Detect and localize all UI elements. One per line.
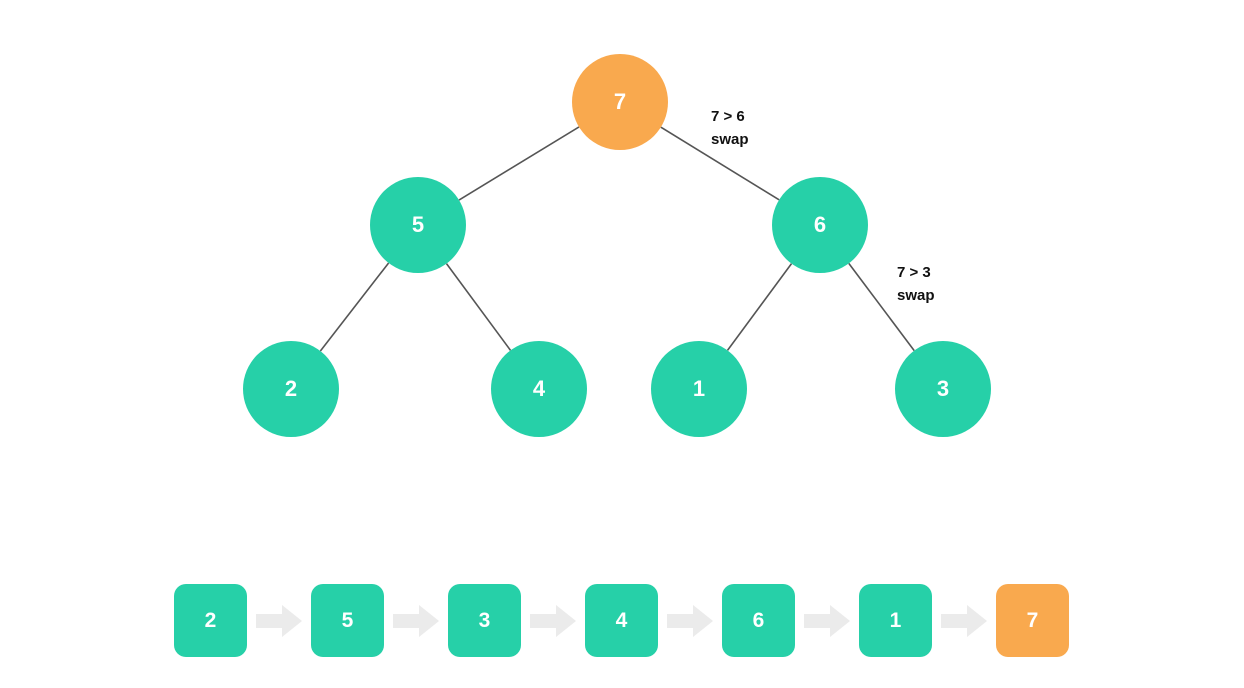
tree-edge-right-right-child — [848, 262, 915, 352]
tree-edge-root-left — [458, 126, 580, 201]
tree-node-root[interactable]: 7 — [572, 54, 668, 150]
tree-node-left-left[interactable]: 2 — [243, 341, 339, 437]
tree-node-left-right[interactable]: 4 — [491, 341, 587, 437]
tree-edge-left-left-child — [319, 262, 390, 352]
array-item-1[interactable]: 5 — [311, 584, 384, 657]
tree-node-value: 2 — [284, 376, 298, 401]
tree-node-left[interactable]: 5 — [370, 177, 466, 273]
arrow-glyph — [530, 604, 576, 637]
array-item-value: 5 — [341, 609, 354, 632]
arrow-glyph — [393, 604, 439, 637]
tree-node-value: 5 — [411, 212, 425, 237]
tree-edge-root-right — [660, 126, 780, 201]
array-item-6[interactable]: 7 — [996, 584, 1069, 657]
tree-node-right[interactable]: 6 — [772, 177, 868, 273]
arrow-glyph — [667, 604, 713, 637]
array-arrow-1 — [393, 604, 439, 637]
array-item-4[interactable]: 6 — [722, 584, 795, 657]
array-item-value: 1 — [889, 609, 902, 632]
edge-label-action: swap — [897, 286, 935, 304]
tree-node-value: 6 — [813, 212, 827, 237]
array-item-5[interactable]: 1 — [859, 584, 932, 657]
edge-label-comparison: 7 > 6 — [711, 108, 745, 125]
array-item-0[interactable]: 2 — [174, 584, 247, 657]
tree-node-value: 1 — [692, 376, 706, 401]
array-item-value: 7 — [1026, 609, 1039, 632]
array-arrow-2 — [530, 604, 576, 637]
tree-node-value: 3 — [936, 376, 950, 401]
tree-node-right-left[interactable]: 1 — [651, 341, 747, 437]
array-item-2[interactable]: 3 — [448, 584, 521, 657]
array-item-value: 3 — [478, 609, 491, 632]
arrow-glyph — [941, 604, 987, 637]
array-arrow-4 — [804, 604, 850, 637]
array-arrow-0 — [256, 604, 302, 637]
array-item-3[interactable]: 4 — [585, 584, 658, 657]
array-item-value: 6 — [752, 609, 765, 632]
array-arrow-3 — [667, 604, 713, 637]
edge-label-action: swap — [711, 130, 749, 148]
edge-label-swap-7-3: 7 > 3 swap — [897, 262, 935, 307]
tree-node-value: 4 — [532, 376, 546, 401]
tree-node-right-right[interactable]: 3 — [895, 341, 991, 437]
array-item-value: 2 — [204, 609, 217, 632]
edge-label-swap-7-6: 7 > 6 swap — [711, 106, 749, 151]
arrow-glyph — [256, 604, 302, 637]
edge-label-comparison: 7 > 3 — [897, 264, 931, 281]
arrow-glyph — [804, 604, 850, 637]
array-item-value: 4 — [615, 609, 628, 632]
tree-node-value: 7 — [613, 89, 627, 114]
tree-edge-right-left-child — [726, 263, 793, 351]
tree-edge-left-right-child — [445, 263, 512, 351]
array-arrow-5 — [941, 604, 987, 637]
